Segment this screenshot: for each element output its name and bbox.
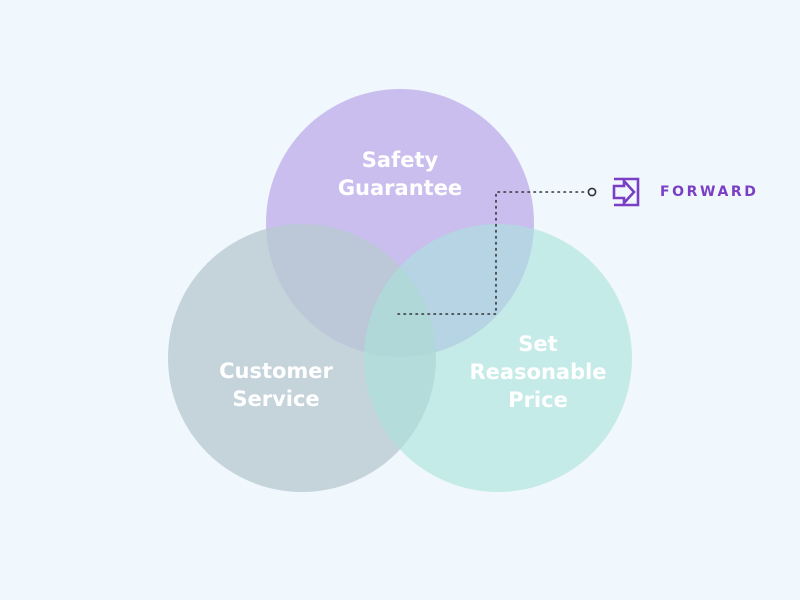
label-customer-service: Customer Service: [219, 357, 333, 413]
enter-arrow-icon: [612, 177, 640, 207]
label-line: Guarantee: [337, 176, 463, 200]
circle-set-reasonable-price: [364, 224, 632, 492]
label-line: Safety: [361, 148, 439, 172]
circle-customer-service: [168, 224, 436, 492]
forward-label: FORWARD: [660, 184, 759, 200]
label-safety-guarantee: Safety Guarantee: [338, 146, 462, 202]
connector-endpoint: [587, 187, 597, 197]
label-line: Customer: [219, 359, 333, 383]
label-set-reasonable-price: Set Reasonable Price: [469, 330, 606, 414]
label-line: Price: [508, 388, 568, 412]
label-line: Service: [232, 387, 320, 411]
label-line: Reasonable: [469, 360, 607, 384]
label-line: Set: [518, 332, 558, 356]
connector-line: [397, 191, 589, 315]
forward-callout[interactable]: FORWARD: [610, 176, 759, 208]
